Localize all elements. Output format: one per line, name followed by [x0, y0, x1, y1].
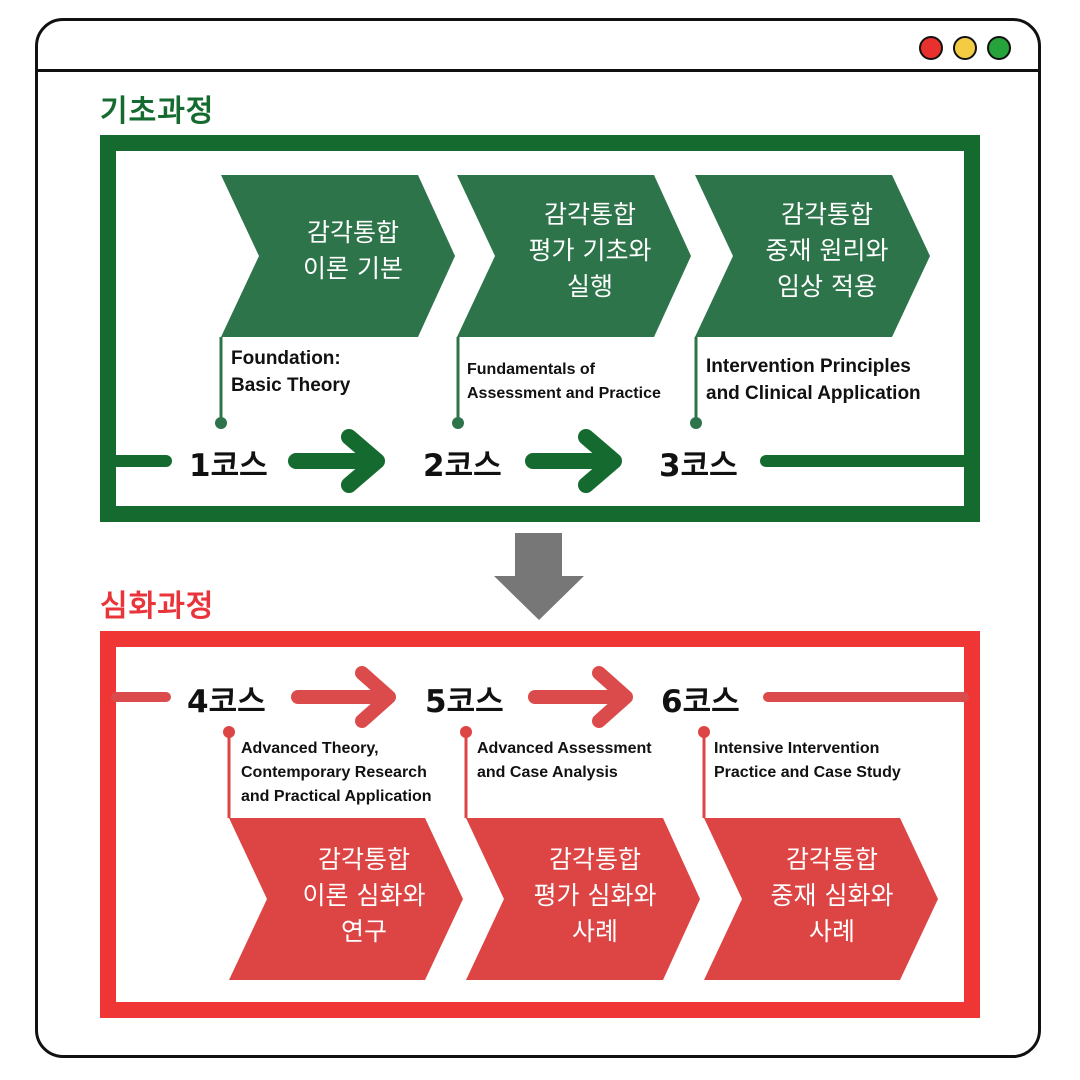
course-1-connector-dot — [215, 417, 227, 429]
course-2-title: 감각통합 평가 기초와 실행 — [528, 200, 652, 301]
title-bar-divider — [38, 69, 1038, 72]
course-5-label: 5코스 — [425, 684, 504, 720]
course-2-english: Fundamentals of Assessment and Practice — [467, 361, 661, 402]
course-1-label: 1코스 — [189, 448, 268, 484]
basic-arrow-1-to-2 — [288, 429, 385, 493]
basic-arrow-2-to-3 — [525, 429, 622, 493]
course-6-english: Intensive Intervention Practice and Case… — [714, 740, 901, 781]
maximize-dot[interactable] — [987, 36, 1011, 60]
course-5-title: 감각통합 평가 심화와 사례 — [533, 845, 657, 946]
course-4-label: 4코스 — [187, 684, 266, 720]
course-3-connector-dot — [690, 417, 702, 429]
minimize-dot[interactable] — [953, 36, 977, 60]
basic-course-title: 기초과정 — [100, 94, 215, 129]
course-1-english: Foundation: Basic Theory — [231, 348, 351, 396]
advanced-course-title: 심화과정 — [100, 589, 215, 624]
course-5-english: Advanced Assessment and Case Analysis — [477, 740, 652, 781]
course-3-title: 감각통합 중재 원리와 임상 적용 — [765, 200, 889, 301]
course-5-chevron — [466, 818, 700, 980]
close-dot[interactable] — [919, 36, 943, 60]
course-1-title: 감각통합 이론 기본 — [303, 218, 403, 283]
course-4-english: Advanced Theory, Contemporary Research a… — [241, 740, 432, 805]
course-4-chevron — [229, 818, 463, 980]
course-2-label: 2코스 — [423, 448, 502, 484]
course-6-title: 감각통합 중재 심화와 사례 — [770, 845, 894, 946]
transition-down-arrow — [494, 533, 584, 620]
course-6-label: 6코스 — [661, 684, 740, 720]
course-1-chevron — [221, 175, 455, 337]
advanced-arrow-4-to-5 — [291, 666, 396, 728]
basic-course-panel — [100, 135, 980, 522]
advanced-course-panel — [100, 631, 980, 1018]
course-3-chevron — [695, 175, 930, 337]
course-2-connector-dot — [452, 417, 464, 429]
course-3-label: 3코스 — [659, 448, 738, 484]
course-3-english: Intervention Principles and Clinical App… — [706, 356, 921, 404]
course-4-title: 감각통합 이론 심화와 연구 — [302, 845, 426, 946]
course-2-chevron — [457, 175, 691, 337]
course-6-chevron — [704, 818, 938, 980]
advanced-arrow-5-to-6 — [528, 666, 633, 728]
